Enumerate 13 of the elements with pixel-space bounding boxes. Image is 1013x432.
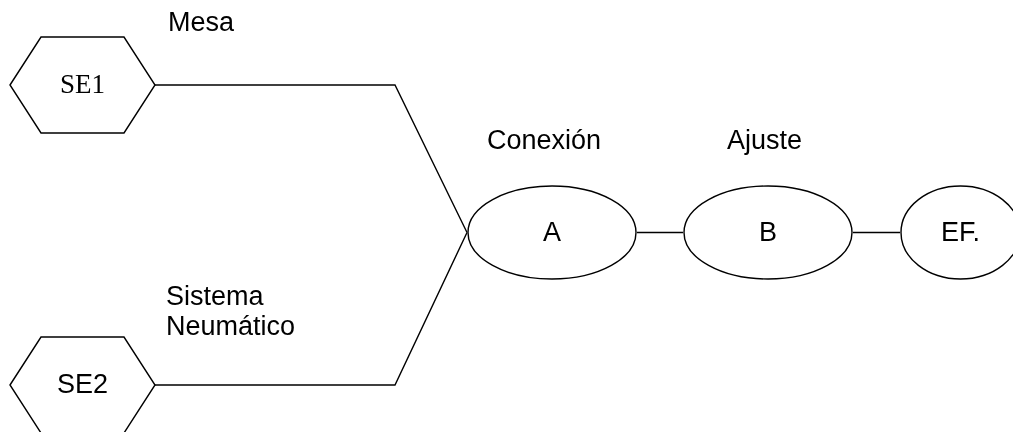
connector-line: [852, 231, 901, 234]
node-caption: Conexión: [487, 126, 602, 156]
node-label: B: [758, 217, 778, 248]
connector-line: [636, 231, 684, 234]
connector-line: [154, 231, 468, 386]
node-label: SE2: [55, 370, 109, 400]
node-caption: Ajuste: [727, 126, 803, 156]
node-caption: Mesa: [168, 8, 235, 38]
node-caption: Sistema Neumático: [166, 282, 297, 342]
node-label: A: [542, 217, 562, 248]
connector-line: [154, 84, 468, 234]
node-label: EF.: [940, 217, 981, 248]
node-label: SE1: [59, 70, 106, 100]
